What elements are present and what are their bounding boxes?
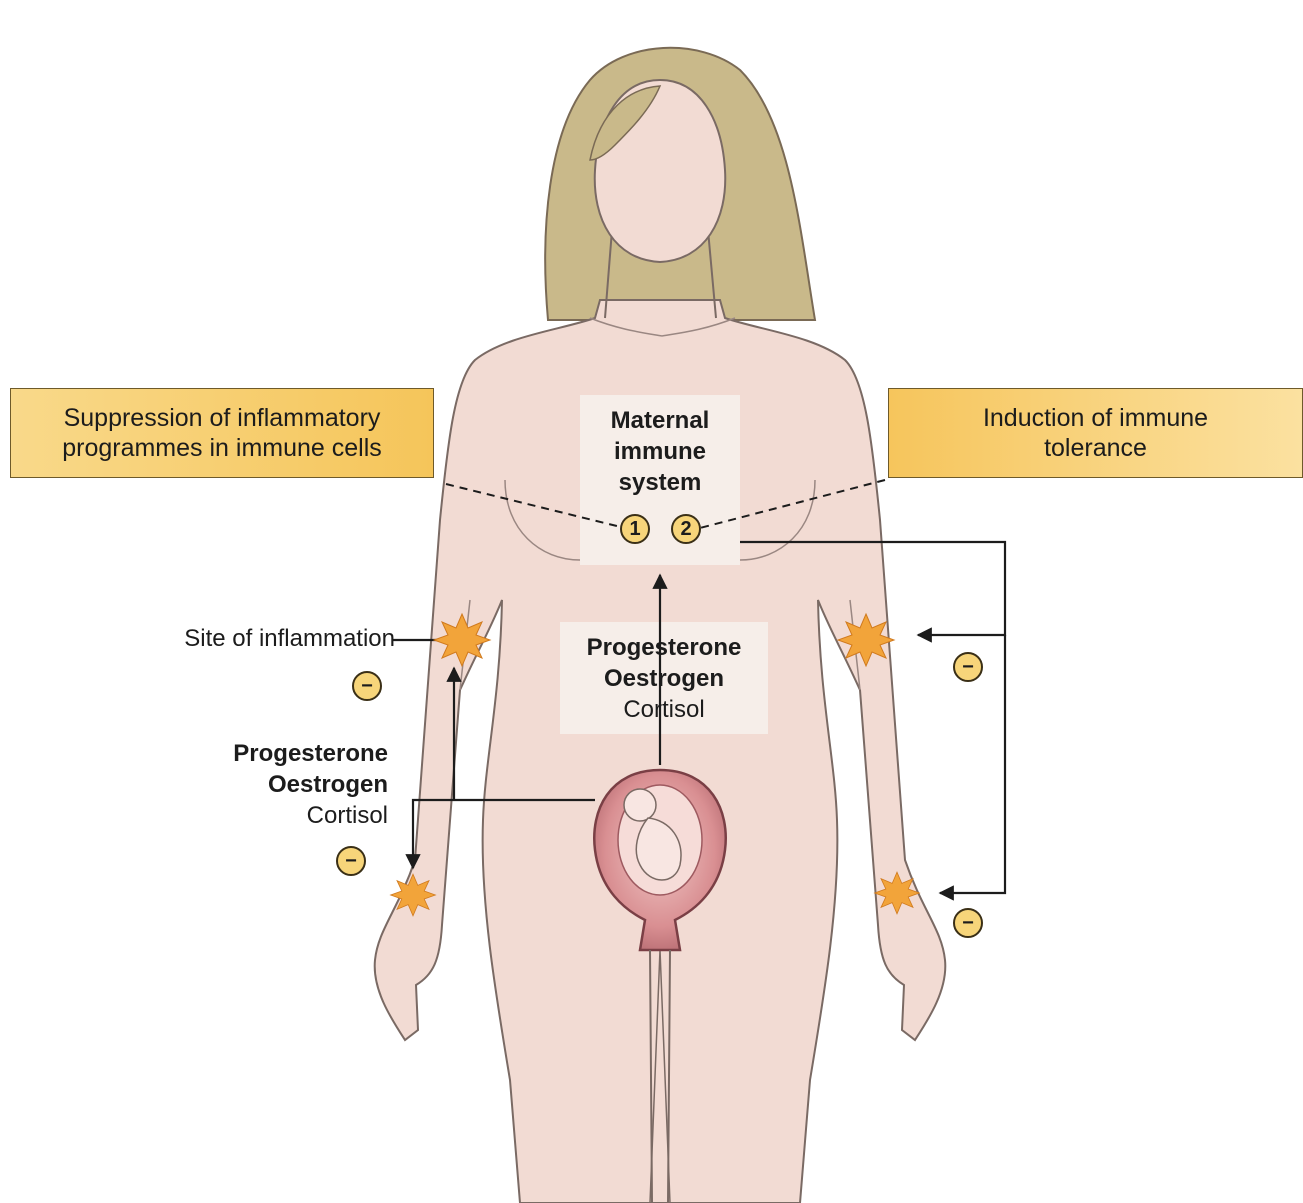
box-left-line-2: programmes in immune cells bbox=[62, 433, 382, 463]
center-hormones: Progesterone Oestrogen Cortisol bbox=[560, 632, 768, 725]
box-right-line-2: tolerance bbox=[1044, 433, 1147, 463]
center-oestrogen: Oestrogen bbox=[560, 663, 768, 694]
minus-badge-left-wrist: − bbox=[336, 846, 366, 876]
badge-2: 2 bbox=[671, 514, 701, 544]
maternal-immune-system-label: Maternal immune system bbox=[580, 405, 740, 498]
starburst-right-elbow bbox=[838, 614, 894, 666]
starburst-right-wrist bbox=[875, 872, 920, 914]
immune-line-3: system bbox=[580, 467, 740, 498]
left-cortisol: Cortisol bbox=[190, 800, 388, 831]
immune-line-2: immune bbox=[580, 436, 740, 467]
minus-badge-left-elbow: − bbox=[352, 671, 382, 701]
immune-line-1: Maternal bbox=[580, 405, 740, 436]
left-hormones: Progesterone Oestrogen Cortisol bbox=[190, 738, 388, 831]
box-induction-tolerance: Induction of immune tolerance bbox=[888, 388, 1303, 478]
box-left-line-1: Suppression of inflammatory bbox=[64, 403, 381, 433]
badge-1: 1 bbox=[620, 514, 650, 544]
starburst-left-wrist bbox=[391, 874, 436, 916]
site-of-inflammation-label: Site of inflammation bbox=[105, 623, 395, 654]
box-suppression-inflammatory: Suppression of inflammatory programmes i… bbox=[10, 388, 434, 478]
center-cortisol: Cortisol bbox=[560, 694, 768, 725]
left-progesterone: Progesterone bbox=[190, 738, 388, 769]
starburst-left-elbow bbox=[434, 614, 490, 666]
minus-badge-right-elbow: − bbox=[953, 652, 983, 682]
minus-badge-right-wrist: − bbox=[953, 908, 983, 938]
left-oestrogen: Oestrogen bbox=[190, 769, 388, 800]
box-right-line-1: Induction of immune bbox=[983, 403, 1208, 433]
center-progesterone: Progesterone bbox=[560, 632, 768, 663]
